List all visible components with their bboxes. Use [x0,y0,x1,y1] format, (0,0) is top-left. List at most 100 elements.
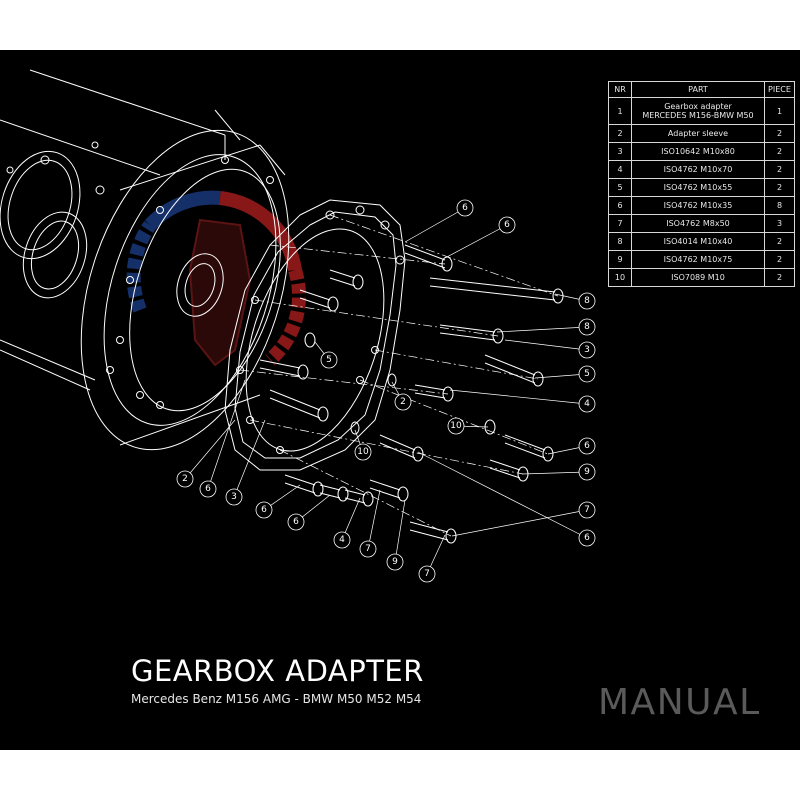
table-header-row: NR PART PIECE [608,81,795,98]
callout-circle [578,318,596,336]
callout-number: 6 [261,505,267,515]
cell-piece: 8 [764,196,795,215]
manual-label: MANUAL [598,682,761,723]
cell-piece: 2 [764,142,795,161]
header-part: PART [631,81,765,98]
callout-circle [320,351,338,369]
callout-leader [496,326,588,333]
callout-leader [184,419,236,480]
bolt [439,324,504,344]
bolt [269,389,329,422]
cell-part: ISO4762 M10x70 [631,160,765,179]
bolt [259,359,309,380]
sleeve [387,373,397,387]
cell-piece: 2 [764,268,795,287]
bolt [489,459,529,482]
callout-circle [447,417,465,435]
page-title: GEARBOX ADAPTER [131,654,424,688]
callout-leader [417,451,588,539]
bolt [409,521,457,544]
callout-circle [359,540,377,558]
callout-circle [578,292,596,310]
callout-number: 6 [584,533,590,543]
bell-housing [80,129,290,451]
cell-piece: 2 [764,160,795,179]
callout-leader [449,389,588,405]
cell-part: ISO7089 M10 [631,268,765,287]
callout-circle [255,501,273,519]
axis-lines [239,214,559,537]
cell-nr: 2 [608,124,632,143]
callout-circle [578,437,596,455]
bolt [299,289,339,312]
cell-nr: 6 [608,196,632,215]
callout-circle [418,565,436,583]
callout-number: 6 [584,441,590,451]
cell-nr: 4 [608,160,632,179]
bolt [429,277,564,304]
cell-piece: 1 [764,97,795,125]
callout-number: 4 [584,399,590,409]
cell-piece: 2 [764,178,795,197]
callout-leader [444,224,508,259]
adapter-plate [224,199,406,471]
bolt [369,479,409,502]
bolt [284,474,324,497]
bolt [484,354,544,387]
callout-number: 6 [504,220,510,230]
bolt [329,269,364,290]
cell-part: ISO4762 M10x75 [631,250,765,269]
callout-number: 10 [450,421,462,431]
callout-number: 7 [424,569,430,579]
cell-nr: 7 [608,214,632,233]
cell-part: ISO10642 M10x80 [631,142,765,161]
callout-number: 6 [462,203,468,213]
cell-part: ISO4762 M10x55 [631,178,765,197]
cell-part: Adapter sleeve [631,124,765,143]
callout-number: 6 [293,517,299,527]
callout-leader [233,419,266,498]
callout-circle [578,365,596,383]
bolt [379,434,424,462]
callout-circle [578,341,596,359]
cell-piece: 2 [764,124,795,143]
cell-nr: 1 [608,97,632,125]
callout-number: 3 [231,492,237,502]
bolt [404,244,453,272]
callout-circle [498,216,516,234]
cell-piece: 2 [764,232,795,251]
callout-leader [504,339,588,351]
callout-leader [207,379,246,490]
callout-number: 3 [584,345,590,355]
callout-circle [386,553,404,571]
bolt [344,489,374,507]
callout-leader [521,471,588,475]
callout-leader [367,489,381,550]
cell-part: ISO4762 M10x35 [631,196,765,215]
callout-number: 8 [584,296,590,306]
sleeve [304,332,316,348]
callout-number: 7 [365,544,371,554]
callout-number: 5 [326,355,332,365]
washer [350,421,360,435]
callout-number: 8 [584,322,590,332]
callout-circle [578,395,596,413]
callout-number: 9 [584,467,590,477]
cell-piece: 2 [764,250,795,269]
callout-circle [287,513,305,531]
callout-number: 9 [392,557,398,567]
callout-leader [404,207,466,243]
callout-circle [578,501,596,519]
cell-nr: 5 [608,178,632,197]
